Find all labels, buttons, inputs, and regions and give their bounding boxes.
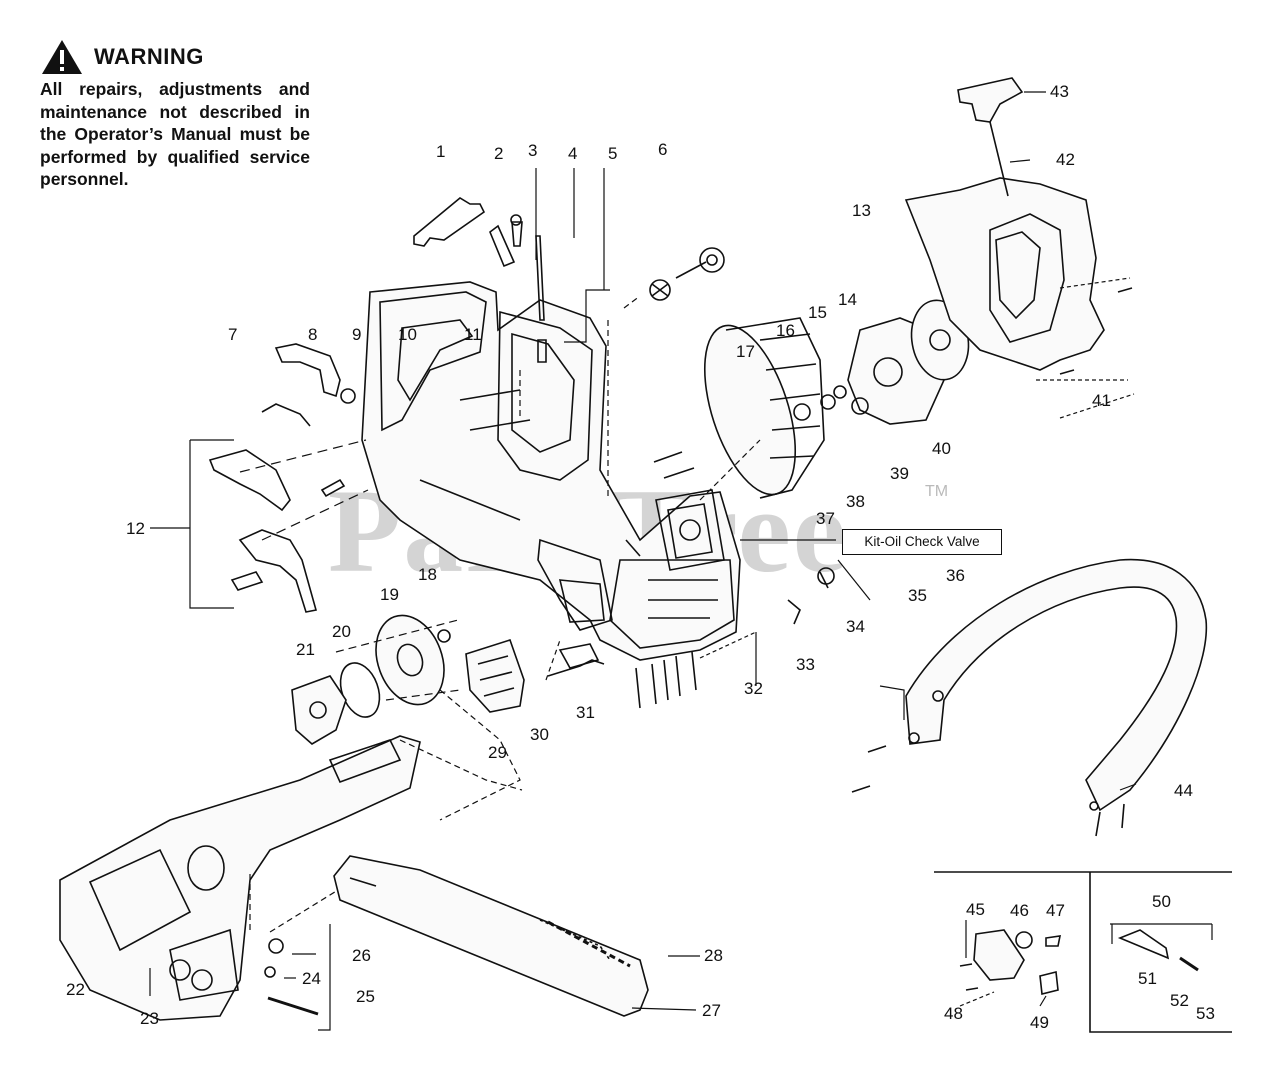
label-9: 9: [352, 325, 361, 344]
label-42: 42: [1056, 150, 1075, 169]
label-17: 17: [736, 342, 755, 361]
label-19: 19: [380, 585, 399, 604]
front-handle: [905, 558, 1208, 812]
clutch-parts: [291, 614, 605, 745]
part-number-labels: 1 2 3 4 5 6 7 8 9 10 11 12 13 14 15 16 1…: [66, 82, 1215, 1032]
label-16: 16: [776, 321, 795, 340]
warning-triangle-icon: [42, 40, 82, 74]
fuel-cap: [649, 247, 725, 301]
starter-parts: [820, 299, 970, 425]
label-5: 5: [608, 144, 617, 163]
cover-hardware: [264, 938, 319, 1016]
label-35: 35: [908, 586, 927, 605]
label-11: 11: [464, 325, 482, 344]
label-47: 47: [1046, 901, 1065, 920]
starter-housing: [904, 177, 1133, 375]
oil-pump-inset: [934, 871, 1232, 1033]
label-23: 23: [140, 1009, 159, 1028]
label-40: 40: [932, 439, 951, 458]
warning-text: All repairs, adjustments and maintenance…: [40, 79, 310, 189]
label-46: 46: [1010, 901, 1029, 920]
label-38: 38: [846, 492, 865, 511]
label-27: 27: [702, 1001, 721, 1020]
starter-handle: [957, 77, 1024, 197]
label-49: 49: [1030, 1013, 1049, 1032]
label-1: 1: [436, 142, 445, 161]
handle-parts: [208, 197, 547, 613]
bolts: [635, 451, 1125, 837]
label-15: 15: [808, 303, 827, 322]
flywheel: [703, 317, 825, 499]
watermark-tm: TM: [925, 483, 949, 500]
label-10: 10: [398, 325, 417, 344]
label-13: 13: [852, 201, 871, 220]
label-50: 50: [1152, 892, 1171, 911]
warning-heading: WARNING: [40, 38, 310, 76]
label-14: 14: [838, 290, 857, 309]
label-53: 53: [1196, 1004, 1215, 1023]
label-25: 25: [356, 987, 375, 1006]
label-36: 36: [946, 566, 965, 585]
label-44: 44: [1174, 781, 1193, 800]
label-24: 24: [302, 969, 321, 988]
label-20: 20: [332, 622, 351, 641]
label-30: 30: [530, 725, 549, 744]
label-22: 22: [66, 980, 85, 999]
warning-title: WARNING: [94, 44, 204, 69]
leader-lines: [149, 91, 1213, 1031]
label-52: 52: [1170, 991, 1189, 1010]
label-33: 33: [796, 655, 815, 674]
label-45: 45: [966, 900, 985, 919]
label-8: 8: [308, 325, 317, 344]
label-4: 4: [568, 144, 577, 163]
label-41: 41: [1092, 391, 1111, 410]
label-21: 21: [296, 640, 315, 659]
guide-bar: [333, 855, 649, 1017]
label-6: 6: [658, 140, 667, 159]
label-43: 43: [1050, 82, 1069, 101]
label-39: 39: [890, 464, 909, 483]
label-51: 51: [1138, 969, 1157, 988]
label-7: 7: [228, 325, 237, 344]
label-3: 3: [528, 141, 537, 160]
label-26: 26: [352, 946, 371, 965]
label-12: 12: [126, 519, 145, 538]
label-34: 34: [846, 617, 865, 636]
label-29: 29: [488, 743, 507, 762]
kit-oil-check-valve-callout: Kit-Oil Check Valve: [842, 529, 1002, 555]
warning-block: WARNING All repairs, adjustments and mai…: [40, 38, 310, 191]
label-18: 18: [418, 565, 437, 584]
label-37: 37: [816, 509, 835, 528]
label-31: 31: [576, 703, 595, 722]
label-2: 2: [494, 144, 503, 163]
label-28: 28: [704, 946, 723, 965]
crankcase-housing: [361, 281, 741, 661]
label-48: 48: [944, 1004, 963, 1023]
label-32: 32: [744, 679, 763, 698]
sprocket-cover: [59, 735, 421, 1021]
